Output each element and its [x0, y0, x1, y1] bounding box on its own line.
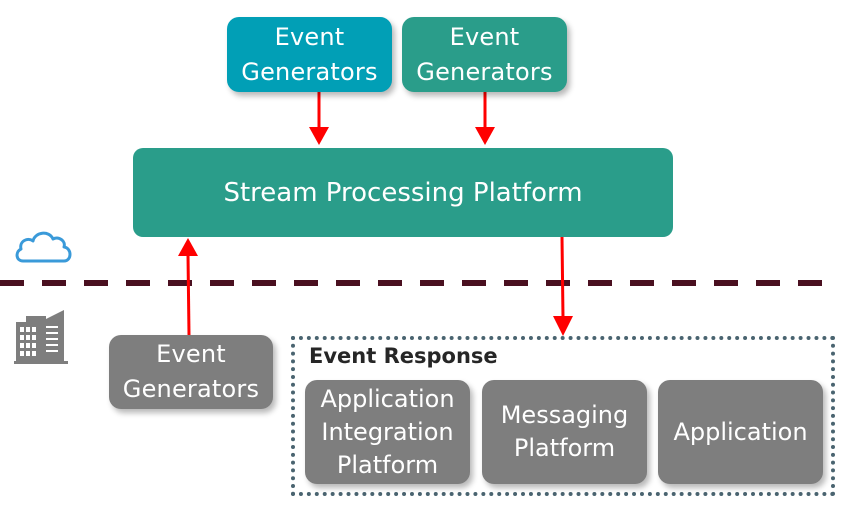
- event-response-title: Event Response: [309, 344, 498, 368]
- event-generators-cloud-2: Event Generators: [402, 17, 567, 92]
- arrow-platform-to-event-response: [553, 236, 573, 336]
- event-response-group: [291, 336, 835, 496]
- event-generators-on-premise: Event Generators: [109, 335, 273, 409]
- cloud-icon: [15, 231, 72, 263]
- stream-processing-platform: Stream Processing Platform: [133, 148, 673, 237]
- arrow-onprem-generator-to-platform: [178, 238, 198, 336]
- application: Application: [658, 380, 823, 484]
- building-icon: [14, 310, 68, 364]
- arrow-generator-1-to-platform: [309, 92, 329, 145]
- messaging-platform: Messaging Platform: [482, 380, 647, 484]
- arrow-generator-2-to-platform: [475, 92, 495, 145]
- event-generators-cloud-1: Event Generators: [227, 17, 392, 92]
- application-integration-platform: Application Integration Platform: [305, 380, 470, 484]
